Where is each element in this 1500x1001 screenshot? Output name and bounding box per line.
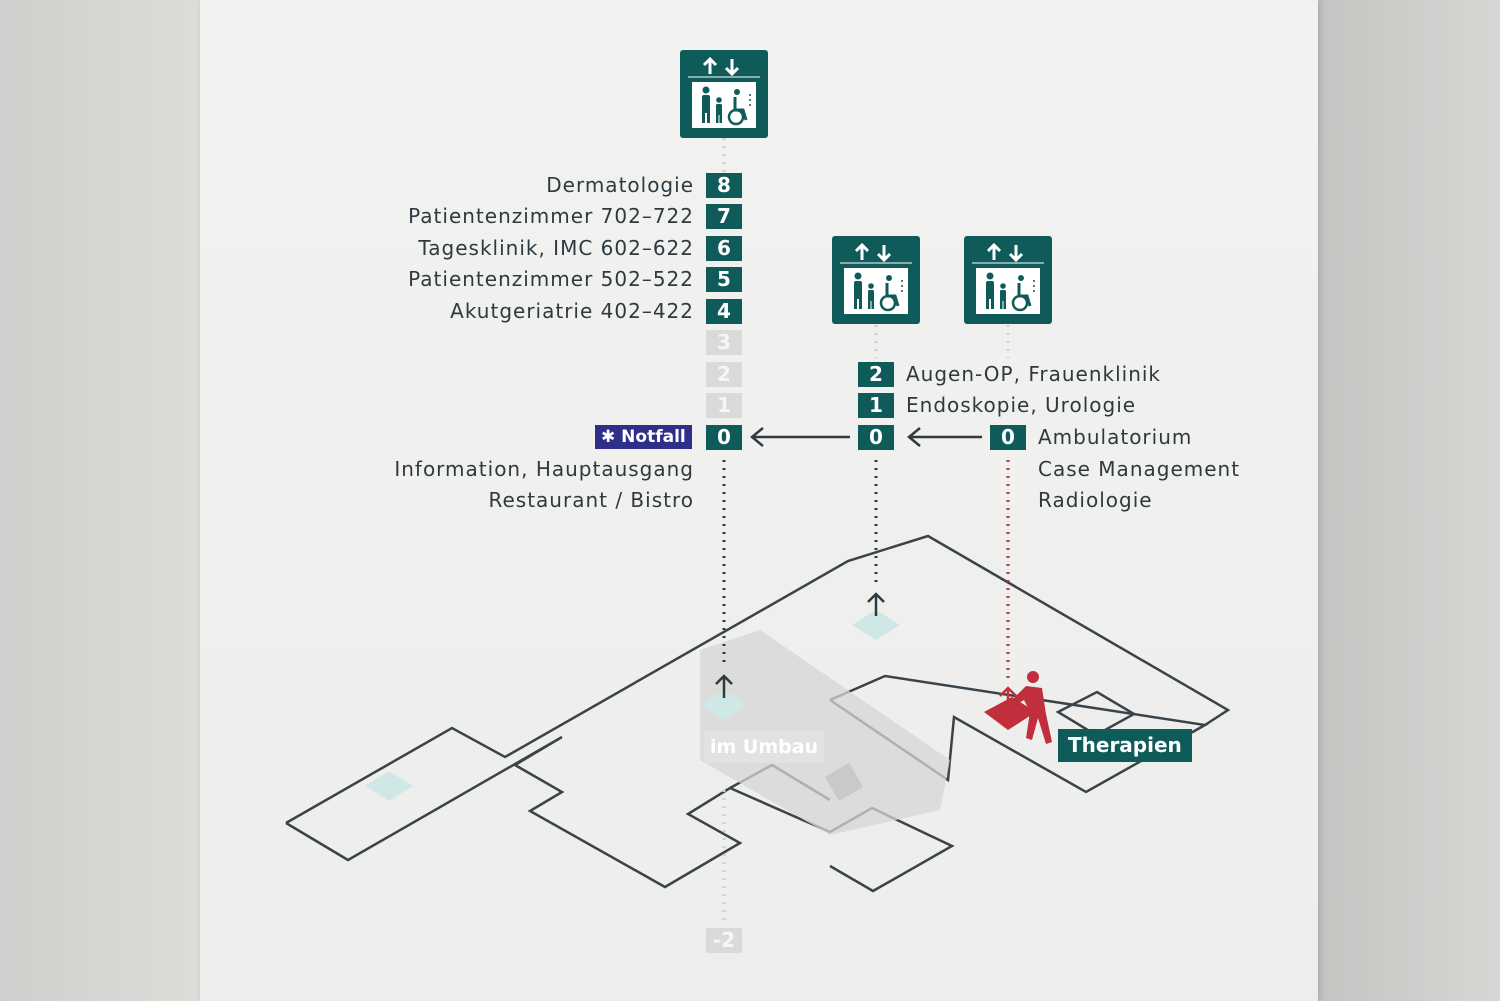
floor-5-label: Patientenzimmer 502–522: [408, 267, 694, 291]
floor-b1-label: Endoskopie, Urologie: [906, 393, 1137, 417]
notfall-badge: ✱ Notfall: [595, 425, 692, 449]
floor-b1-badge: 1: [858, 393, 894, 418]
construction-zone: [700, 630, 950, 835]
floor-b0-badge: 0: [858, 425, 894, 450]
floor-b2-label: Augen-OP, Frauenklinik: [906, 362, 1162, 386]
floor-b2-badge: 2: [858, 362, 894, 387]
floor-c0-label: Ambulatorium: [1038, 425, 1193, 449]
wayfinding-sign: Dermatologie 8 Patientenzimmer 702–722 7…: [200, 0, 1318, 1001]
building-outline-courtyard: [1055, 690, 1137, 737]
building-outline-east: [829, 674, 1209, 794]
landing-marker-a: [700, 690, 748, 720]
wall-right: [1318, 0, 1500, 1001]
floor-2-badge: 2: [706, 362, 742, 387]
elevator-icon: [830, 234, 922, 326]
building-outline-main: [285, 534, 1231, 825]
wall-left: [0, 0, 200, 1001]
arrow-up-icon: [715, 674, 733, 698]
floor-6-label: Tagesklinik, IMC 602–622: [418, 236, 694, 260]
floor-7-badge: 7: [706, 204, 742, 229]
floor-8-label: Dermatologie: [546, 173, 694, 197]
ground-label-restaurant: Restaurant / Bistro: [488, 488, 694, 512]
floor-7-label: Patientenzimmer 702–722: [408, 204, 694, 228]
floor-8-badge: 8: [706, 173, 742, 198]
elevator-icon: [962, 234, 1054, 326]
therapien-label: Therapien: [1058, 729, 1192, 762]
ground-label-case-management: Case Management: [1038, 457, 1241, 481]
floor-3-badge: 3: [706, 330, 742, 355]
emergency-icon: ✱: [601, 427, 616, 447]
elevator-icon: [678, 48, 770, 140]
arrow-left-icon: [750, 427, 850, 447]
floor-1-badge: 1: [706, 393, 742, 418]
landing-marker-b: [852, 610, 900, 640]
construction-marker: [824, 762, 864, 802]
building-outline-west: [285, 735, 563, 862]
floor-basement-badge: -2: [706, 928, 742, 953]
person-walking-icon: [984, 671, 1052, 744]
floor-4-badge: 4: [706, 299, 742, 324]
floor-5-badge: 5: [706, 267, 742, 292]
arrow-left-icon: [907, 427, 982, 447]
landing-marker-west: [365, 771, 413, 801]
floor-4-label: Akutgeriatrie 402–422: [450, 299, 694, 323]
floor-map: [285, 48, 1231, 925]
building-outline-wing: [514, 763, 955, 893]
ground-label-radiologie: Radiologie: [1038, 488, 1153, 512]
floor-0-badge: 0: [706, 425, 742, 450]
construction-label: im Umbau: [704, 731, 825, 763]
arrow-up-icon: [867, 592, 885, 616]
ground-label-information: Information, Hauptausgang: [394, 457, 694, 481]
floor-c0-badge: 0: [990, 425, 1026, 450]
floor-6-badge: 6: [706, 236, 742, 261]
